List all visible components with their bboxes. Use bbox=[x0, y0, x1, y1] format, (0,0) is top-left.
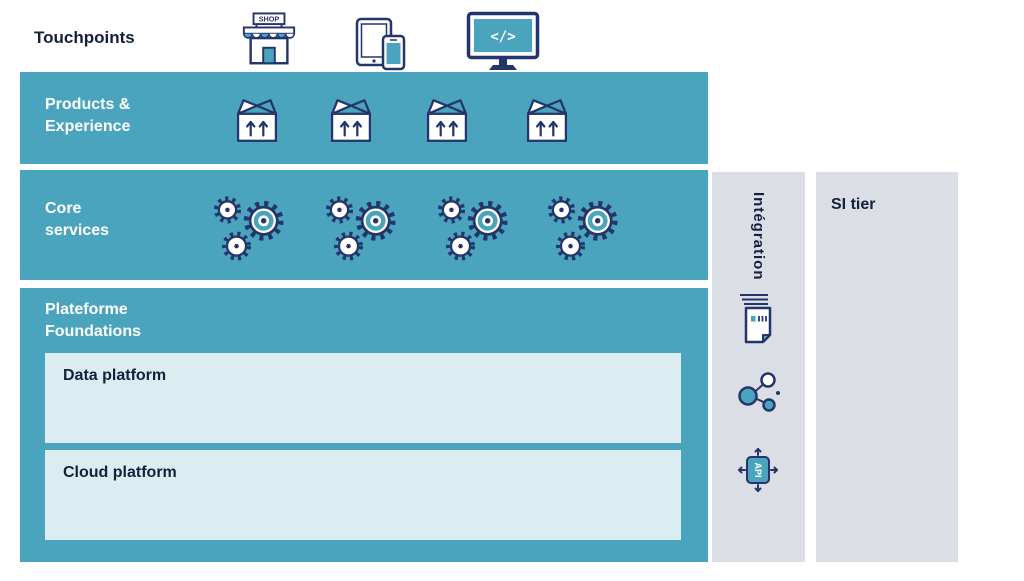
products-experience-band: Products & Experience bbox=[20, 72, 708, 164]
integration-column: Intégration API bbox=[712, 172, 805, 562]
network-icon bbox=[738, 372, 780, 412]
gears-icon bbox=[318, 190, 408, 266]
cloud-platform-label: Cloud platform bbox=[63, 464, 177, 481]
foundations-band: Plateforme Foundations Data platform Clo… bbox=[20, 288, 708, 562]
cloud-platform-panel: Cloud platform bbox=[45, 450, 681, 540]
document-icon bbox=[740, 294, 772, 344]
package-icon bbox=[228, 94, 286, 148]
shop-icon: SHOP bbox=[242, 12, 296, 65]
package-icon bbox=[322, 94, 380, 148]
devices-icon bbox=[355, 17, 406, 71]
api-chip-text: API bbox=[753, 462, 763, 477]
core-services-label: Core services bbox=[45, 200, 110, 240]
package-icon bbox=[518, 94, 576, 148]
api-icon: API bbox=[738, 448, 778, 492]
si-tier-label: SI tier bbox=[831, 196, 876, 213]
foundations-label: Plateforme Foundations bbox=[45, 301, 141, 341]
data-platform-label: Data platform bbox=[63, 367, 167, 384]
integration-label: Intégration bbox=[750, 192, 767, 281]
touchpoints-label: Touchpoints bbox=[34, 28, 135, 47]
gears-icon bbox=[540, 190, 630, 266]
package-icon bbox=[418, 94, 476, 148]
data-platform-panel: Data platform bbox=[45, 353, 681, 443]
gears-icon bbox=[430, 190, 520, 266]
core-services-band: Core services bbox=[20, 170, 708, 280]
code-glyph-text: </> bbox=[490, 29, 515, 45]
si-tier-column: SI tier bbox=[816, 172, 958, 562]
code-monitor-icon: </> bbox=[466, 11, 540, 70]
gears-icon bbox=[206, 190, 296, 266]
products-experience-label: Products & Experience bbox=[45, 96, 131, 136]
shop-sign-text: SHOP bbox=[259, 15, 280, 24]
